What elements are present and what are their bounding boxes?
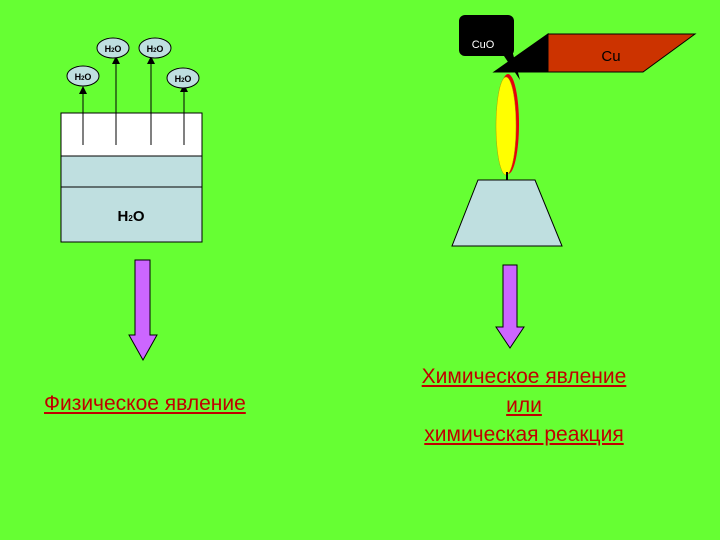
water-formula: H2O — [118, 208, 145, 225]
down-arrow-chemical — [495, 264, 525, 349]
burner — [451, 179, 563, 247]
vapor-bubble: H2O — [166, 67, 200, 89]
cuo-callout-pointer — [500, 50, 520, 80]
vapor-bubble: H2O — [96, 37, 130, 59]
copper-metal — [547, 33, 697, 73]
chemical-phenomenon-caption: Химическое явление или химическая реакци… — [404, 362, 644, 449]
flame — [495, 74, 519, 176]
vapor-bubbles: H2O H2O H2O H2O — [66, 37, 200, 89]
copper-plate: Cu — [492, 33, 697, 73]
beaker-air-space — [60, 112, 203, 157]
flame-core — [495, 76, 517, 176]
chemical-caption-line: или — [506, 394, 542, 417]
vapor-arrows — [79, 56, 188, 145]
vapor-bubble: H2O — [66, 65, 100, 87]
cuo-callout: CuO — [459, 15, 520, 80]
copper-label: Cu — [601, 48, 620, 65]
beaker-water — [60, 186, 203, 243]
cuo-label: CuO — [472, 39, 495, 51]
svg-text:H2O: H2O — [147, 44, 164, 54]
chemical-caption-line: химическая реакция — [424, 423, 624, 446]
svg-text:H2O: H2O — [75, 72, 92, 82]
svg-text:H2O: H2O — [175, 74, 192, 84]
cuo-callout-box — [459, 15, 514, 56]
beaker-water-surface — [60, 155, 203, 188]
svg-text:H2O: H2O — [105, 44, 122, 54]
down-arrow-physical — [128, 259, 158, 362]
vapor-bubble: H2O — [138, 37, 172, 59]
physical-phenomenon-caption: Физическое явление — [44, 392, 246, 415]
beaker: H2O — [60, 112, 203, 243]
chemical-caption-line: Химическое явление — [421, 365, 627, 388]
